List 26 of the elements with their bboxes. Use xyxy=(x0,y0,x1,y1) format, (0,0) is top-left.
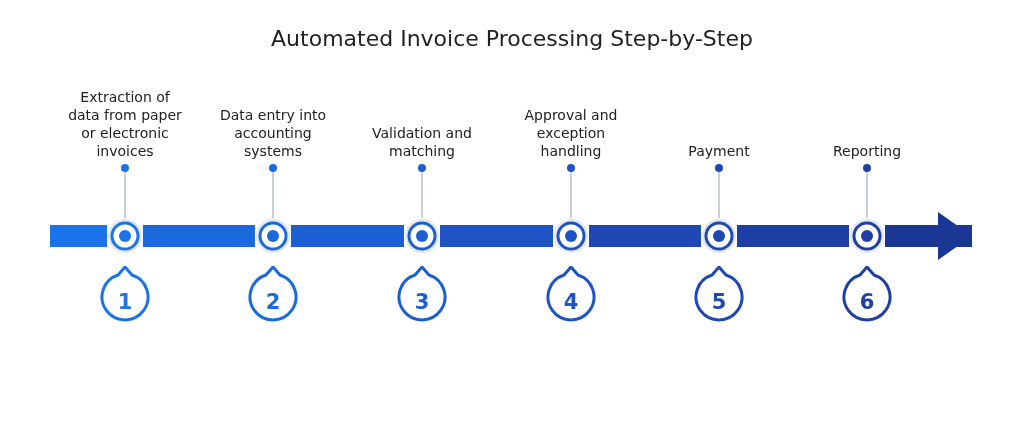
leader-line xyxy=(715,164,723,219)
step-label: Reporting xyxy=(807,142,927,168)
step-label: Data entry into accounting systems xyxy=(213,106,333,168)
title: Automated Invoice Processing Step-by-Step xyxy=(270,26,754,51)
leader-line xyxy=(269,164,277,219)
step-label: Payment xyxy=(659,142,779,168)
step-label: Approval and exception handling xyxy=(511,106,631,168)
timeline-arrow xyxy=(885,212,972,260)
leader-line xyxy=(863,164,871,219)
step-label: Extraction of data from paper or electronic invoices xyxy=(65,88,185,168)
number-badge: 3 xyxy=(396,266,448,324)
leader-line xyxy=(121,164,129,219)
number-badge: 5 xyxy=(693,266,745,324)
number-badge: 1 xyxy=(99,266,151,324)
step-label: Validation and matching xyxy=(362,124,482,168)
timeline-marker xyxy=(553,218,589,254)
timeline-marker xyxy=(701,218,737,254)
timeline-marker xyxy=(404,218,440,254)
number-badge: 6 xyxy=(841,266,893,324)
timeline-marker xyxy=(849,218,885,254)
timeline-marker xyxy=(255,218,291,254)
leader-line xyxy=(567,164,575,219)
timeline-marker xyxy=(107,218,143,254)
leader-line xyxy=(418,164,426,219)
number-badge: 2 xyxy=(247,266,299,324)
number-badge: 4 xyxy=(545,266,597,324)
